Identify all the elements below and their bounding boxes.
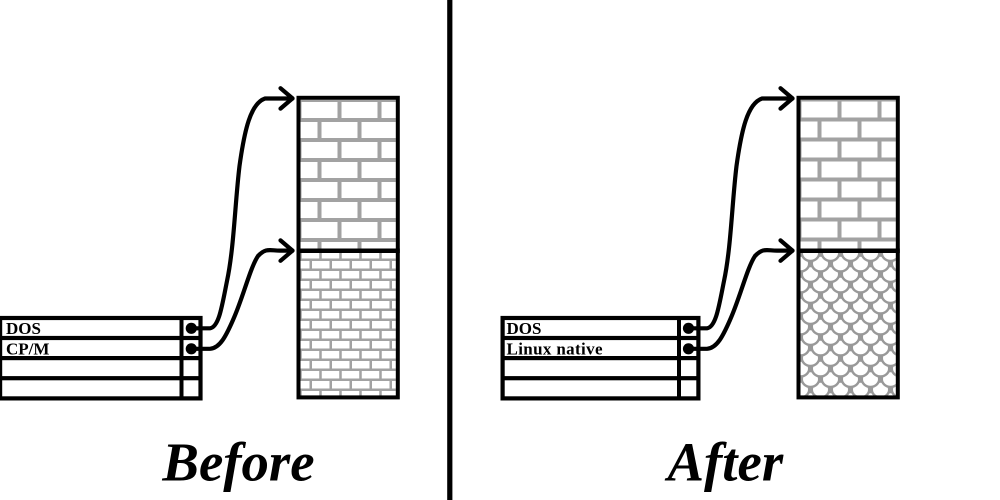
- svg-text:CP/M: CP/M: [6, 339, 49, 358]
- svg-text:Before: Before: [161, 432, 314, 493]
- svg-text:After: After: [665, 432, 784, 493]
- svg-text:DOS: DOS: [6, 319, 41, 338]
- svg-text:Linux native: Linux native: [507, 339, 603, 358]
- svg-text:DOS: DOS: [507, 319, 542, 338]
